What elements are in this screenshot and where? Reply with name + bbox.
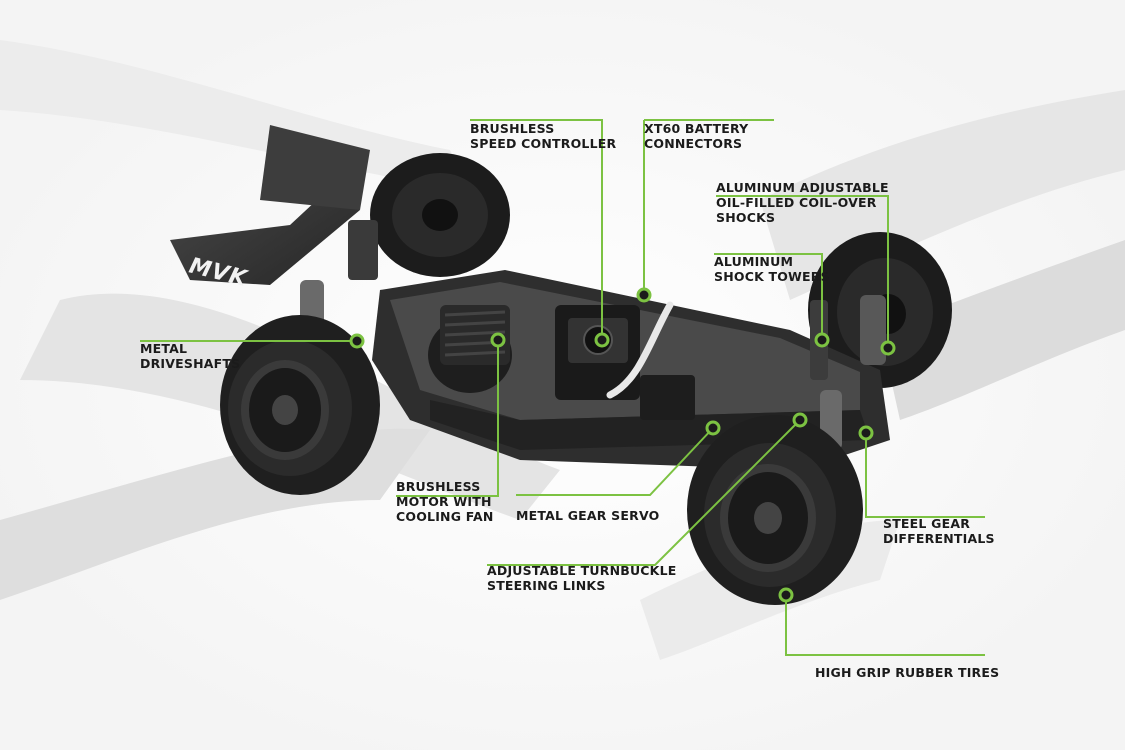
leader-line-shock-towers (714, 253, 823, 340)
leader-line-speed-controller (470, 119, 603, 340)
leader-line-servo (516, 427, 714, 496)
wheel-rear-top (370, 153, 510, 277)
callout-dot-tires (778, 587, 794, 603)
motor-part (428, 305, 512, 393)
leader-line-tires (785, 595, 985, 656)
leader-line-motor (396, 340, 499, 497)
callout-dot-motor (490, 332, 506, 348)
leader-line-shocks (716, 195, 889, 348)
label-servo: METAL GEAR SERVO (516, 508, 660, 523)
callout-dot-servo (705, 420, 721, 436)
callout-dot-shock-towers (814, 332, 830, 348)
callout-leaders (140, 119, 985, 656)
label-tires: HIGH GRIP RUBBER TIRES (815, 665, 1000, 680)
rc-buggy: MVK (170, 125, 952, 605)
callout-dot-steering-links (792, 412, 808, 428)
callout-dot-differentials (858, 425, 874, 441)
leader-line-differentials (865, 433, 985, 518)
receiver-box (640, 375, 695, 420)
callout-dot-driveshafts (349, 333, 365, 349)
wheel-front-bottom (687, 415, 863, 605)
callout-dot-speed-controller (594, 332, 610, 348)
callout-dot-battery-connectors (636, 287, 652, 303)
battery-strap (606, 301, 674, 399)
wheel-rear-bottom (220, 315, 380, 495)
callout-dot-shocks (880, 340, 896, 356)
leader-line-steering-links (487, 419, 801, 566)
